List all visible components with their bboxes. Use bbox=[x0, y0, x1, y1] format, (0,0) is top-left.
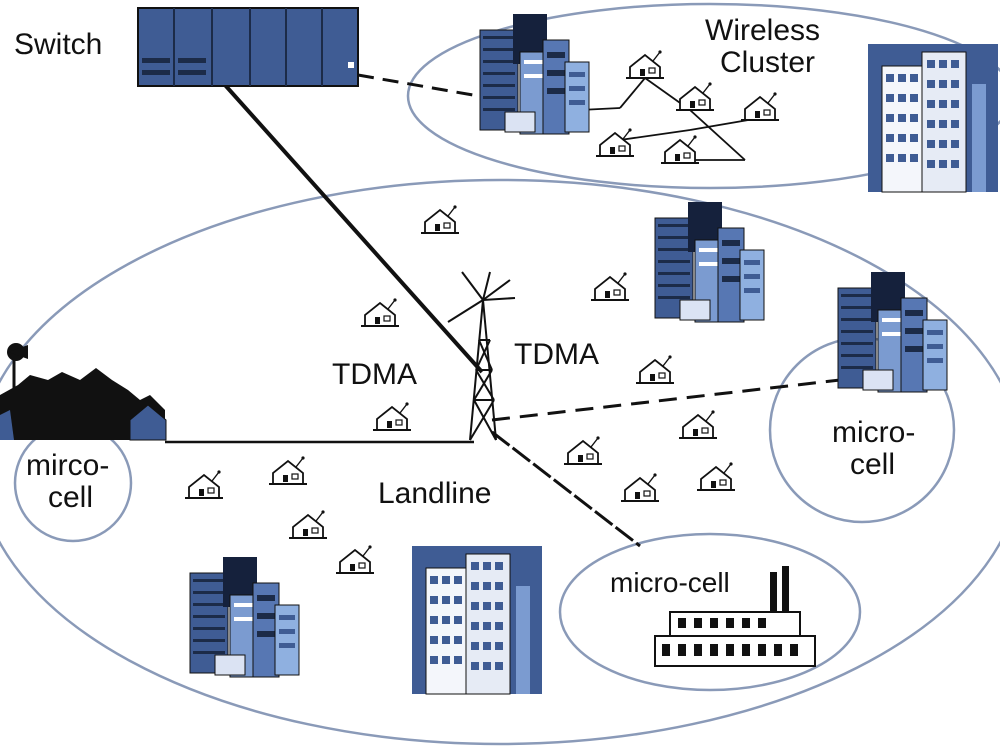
switch-rack-icon bbox=[137, 7, 359, 87]
satellite-dish-icon bbox=[7, 343, 28, 400]
left-micro-cell-label-line2: cell bbox=[48, 481, 93, 514]
wireless-cluster-ellipse bbox=[406, 2, 1000, 190]
house-icon bbox=[335, 544, 375, 574]
house-icon bbox=[675, 81, 715, 111]
tower-to-bottom-cell-line bbox=[491, 430, 641, 548]
landline-label: Landline bbox=[378, 477, 491, 510]
wireless-cluster-label-line2: Cluster bbox=[720, 46, 815, 79]
skyscraper-icon bbox=[867, 43, 999, 193]
factory-icon bbox=[654, 566, 816, 667]
house-icon bbox=[740, 91, 780, 121]
skyscraper-icon bbox=[411, 545, 543, 695]
right-micro-cell-label-line1: micro- bbox=[832, 416, 915, 449]
office-building-icon bbox=[479, 13, 590, 135]
house-icon bbox=[660, 134, 700, 164]
house-icon bbox=[678, 409, 718, 439]
tdma-left-label: TDMA bbox=[332, 358, 417, 391]
bottom-micro-cell-label: micro-cell bbox=[610, 567, 730, 598]
house-icon bbox=[590, 271, 630, 301]
office-building-icon bbox=[189, 556, 300, 678]
house-icon bbox=[420, 204, 460, 234]
tdma-right-label: TDMA bbox=[514, 338, 599, 371]
tower-to-right-cell-dashed-line bbox=[491, 378, 841, 422]
house-icon bbox=[635, 354, 675, 384]
left-micro-cell-label-line1: mirco- bbox=[26, 449, 109, 482]
radio-tower-icon bbox=[447, 271, 516, 441]
house-icon bbox=[268, 455, 308, 485]
house-icon bbox=[625, 49, 665, 79]
wireless-cluster-label-line1: Wireless bbox=[705, 14, 820, 47]
right-micro-cell-label-line2: cell bbox=[850, 448, 895, 481]
main-cell-ellipse bbox=[0, 178, 1000, 746]
switch-label: Switch bbox=[14, 28, 102, 61]
town-silhouette-icon bbox=[0, 368, 167, 441]
house-icon bbox=[696, 461, 736, 491]
switch-to-cluster-dashed-line bbox=[357, 73, 491, 100]
house-icon bbox=[288, 509, 328, 539]
office-building-icon bbox=[654, 201, 765, 323]
house-icon bbox=[372, 401, 412, 431]
office-building-icon bbox=[837, 271, 948, 393]
house-icon bbox=[563, 435, 603, 465]
house-icon bbox=[184, 469, 224, 499]
switch-to-tower-line bbox=[223, 83, 484, 374]
house-icon bbox=[360, 297, 400, 327]
house-icon bbox=[595, 127, 635, 157]
house-icon bbox=[620, 472, 660, 502]
